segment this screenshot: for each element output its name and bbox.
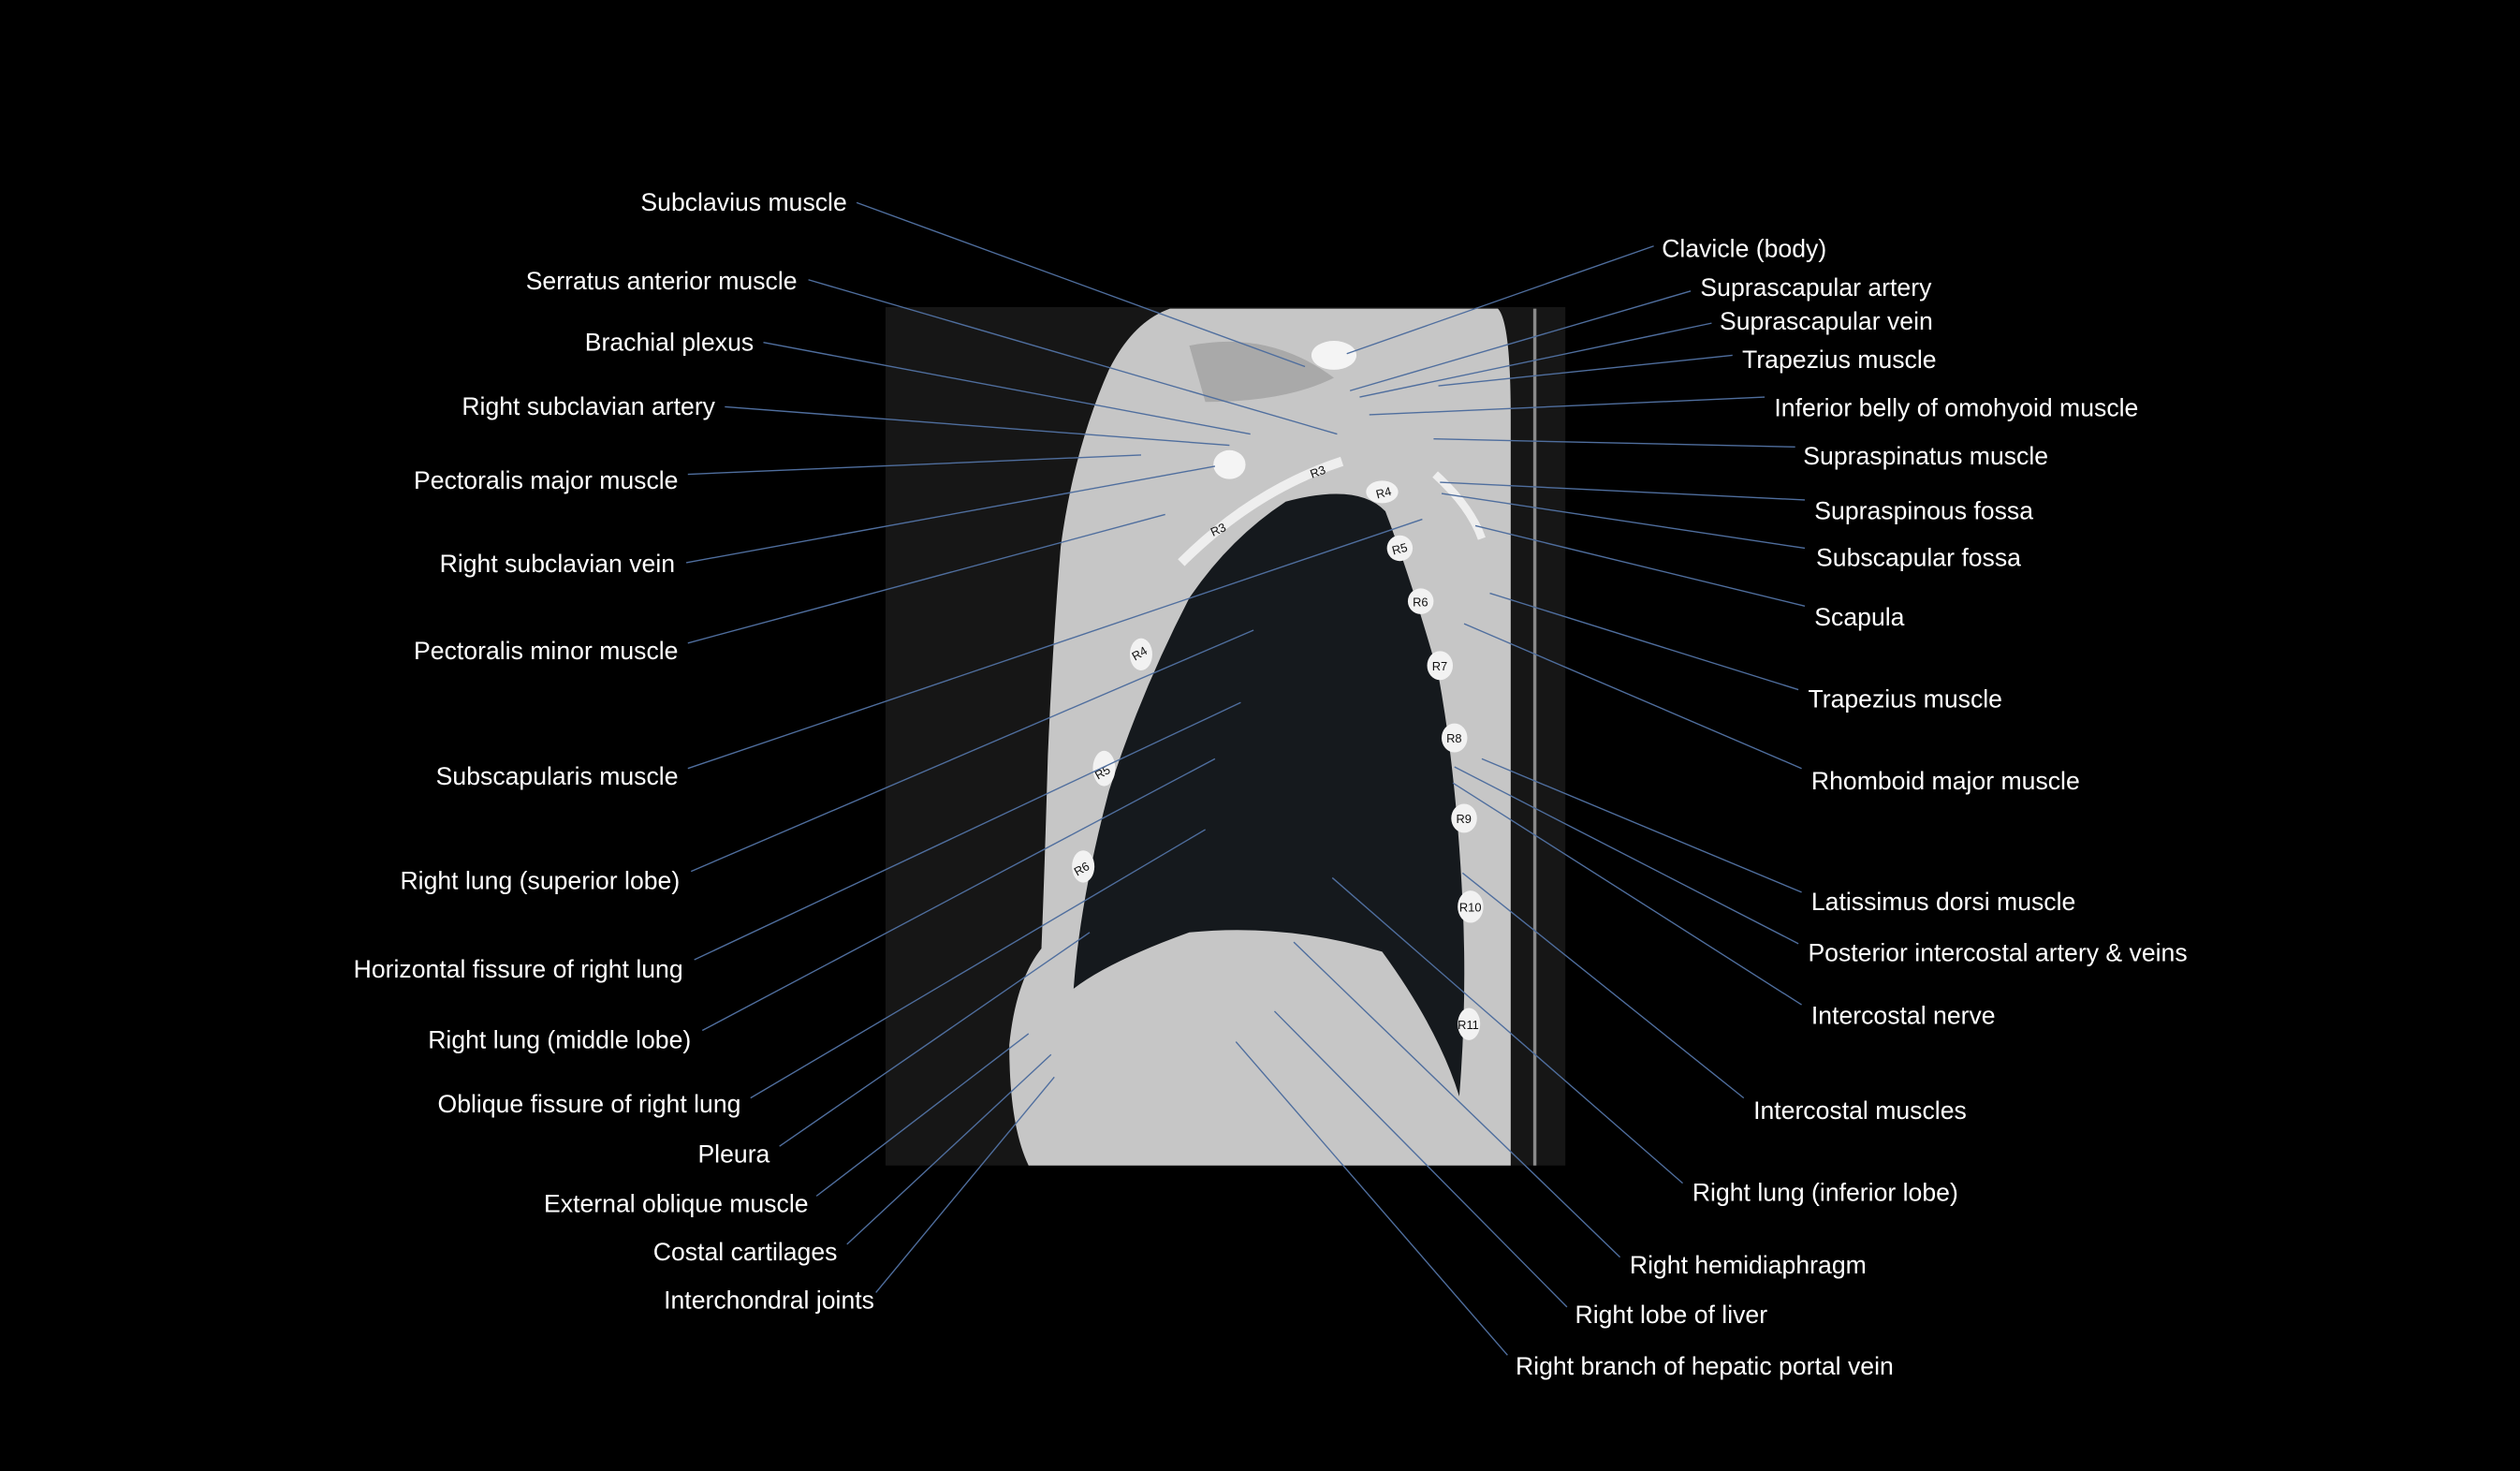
rib-label: R10 <box>1459 900 1482 914</box>
label-serratus-anterior-muscle: Serratus anterior muscle <box>526 267 798 295</box>
label-subscapularis-muscle: Subscapularis muscle <box>436 762 679 790</box>
rib-label: R4 <box>1374 484 1393 502</box>
rib-labels: R3 R4 R3 R5 R6 R4 R7 R8 R5 R9 R6 R10 R11 <box>1072 463 1482 1032</box>
rib-cross-sections <box>1072 480 1484 1040</box>
left-labels: Subclavius muscle Serratus anterior musc… <box>354 188 874 1315</box>
rib-label: R6 <box>1413 595 1428 609</box>
ct-image: R3 R4 R3 R5 R6 R4 R7 R8 R5 R9 R6 R10 R11 <box>885 306 1566 1166</box>
label-suprascapular-vein: Suprascapular vein <box>1720 307 1933 335</box>
label-right-branch-hepatic-portal-vein: Right branch of hepatic portal vein <box>1516 1352 1894 1380</box>
label-subclavius-muscle: Subclavius muscle <box>640 188 846 216</box>
label-external-oblique-muscle: External oblique muscle <box>544 1190 809 1218</box>
label-supraspinous-fossa: Supraspinous fossa <box>1814 497 2033 525</box>
rib-label: R5 <box>1092 762 1113 782</box>
label-rhomboid-major-muscle: Rhomboid major muscle <box>1811 767 2080 795</box>
label-right-hemidiaphragm: Right hemidiaphragm <box>1630 1251 1867 1279</box>
rib-r3-arc <box>1178 456 1344 566</box>
label-posterior-intercostal-vessels: Posterior intercostal artery & veins <box>1808 939 2187 967</box>
label-supraspinatus-muscle: Supraspinatus muscle <box>1803 442 2048 470</box>
rib-label: R7 <box>1432 659 1447 673</box>
label-pectoralis-major-muscle: Pectoralis major muscle <box>414 466 678 494</box>
label-right-subclavian-artery: Right subclavian artery <box>462 392 715 420</box>
rib-label: R8 <box>1446 731 1461 745</box>
label-right-lung-superior-lobe: Right lung (superior lobe) <box>400 866 680 894</box>
rib-label: R9 <box>1456 812 1471 826</box>
label-latissimus-dorsi-muscle: Latissimus dorsi muscle <box>1811 888 2075 916</box>
scapula-bone <box>1432 471 1486 540</box>
rib-label: R4 <box>1129 643 1150 663</box>
label-subscapular-fossa: Subscapular fossa <box>1816 543 2021 571</box>
label-right-lung-middle-lobe: Right lung (middle lobe) <box>428 1025 691 1053</box>
label-right-subclavian-vein: Right subclavian vein <box>440 550 675 578</box>
lung <box>1073 493 1465 1096</box>
clavicle-bone <box>1311 341 1357 370</box>
label-oblique-fissure: Oblique fissure of right lung <box>438 1090 741 1118</box>
label-trapezius-muscle-lower: Trapezius muscle <box>1808 684 2002 713</box>
label-intercostal-muscles: Intercostal muscles <box>1753 1096 1967 1125</box>
subclavian-vein-contrast <box>1213 449 1246 479</box>
rib-label: R11 <box>1458 1018 1479 1032</box>
label-pectoralis-minor-muscle: Pectoralis minor muscle <box>414 637 678 665</box>
label-right-lung-inferior-lobe: Right lung (inferior lobe) <box>1692 1179 1958 1207</box>
leader-lines <box>685 201 1806 1356</box>
label-trapezius-muscle-upper: Trapezius muscle <box>1742 346 1937 374</box>
label-costal-cartilages: Costal cartilages <box>653 1238 838 1266</box>
label-pleura: Pleura <box>697 1140 769 1168</box>
label-omohyoid-inferior-belly: Inferior belly of omohyoid muscle <box>1774 394 2138 422</box>
label-brachial-plexus: Brachial plexus <box>585 328 754 356</box>
rib-label: R3 <box>1209 520 1228 539</box>
label-clavicle-body: Clavicle (body) <box>1662 235 1826 263</box>
label-right-lobe-of-liver: Right lobe of liver <box>1575 1301 1768 1329</box>
label-suprascapular-artery: Suprascapular artery <box>1700 273 1932 302</box>
label-intercostal-nerve: Intercostal nerve <box>1811 1002 1996 1030</box>
label-scapula: Scapula <box>1814 603 1904 631</box>
rib-label: R3 <box>1308 463 1327 481</box>
label-interchondral-joints: Interchondral joints <box>664 1287 874 1315</box>
rib-label: R5 <box>1390 540 1409 558</box>
right-labels: Clavicle (body) Suprascapular artery Sup… <box>1516 235 2188 1380</box>
rib-label: R6 <box>1072 859 1092 878</box>
shoulder-tissue <box>1189 341 1334 403</box>
label-horizontal-fissure: Horizontal fissure of right lung <box>354 955 683 983</box>
